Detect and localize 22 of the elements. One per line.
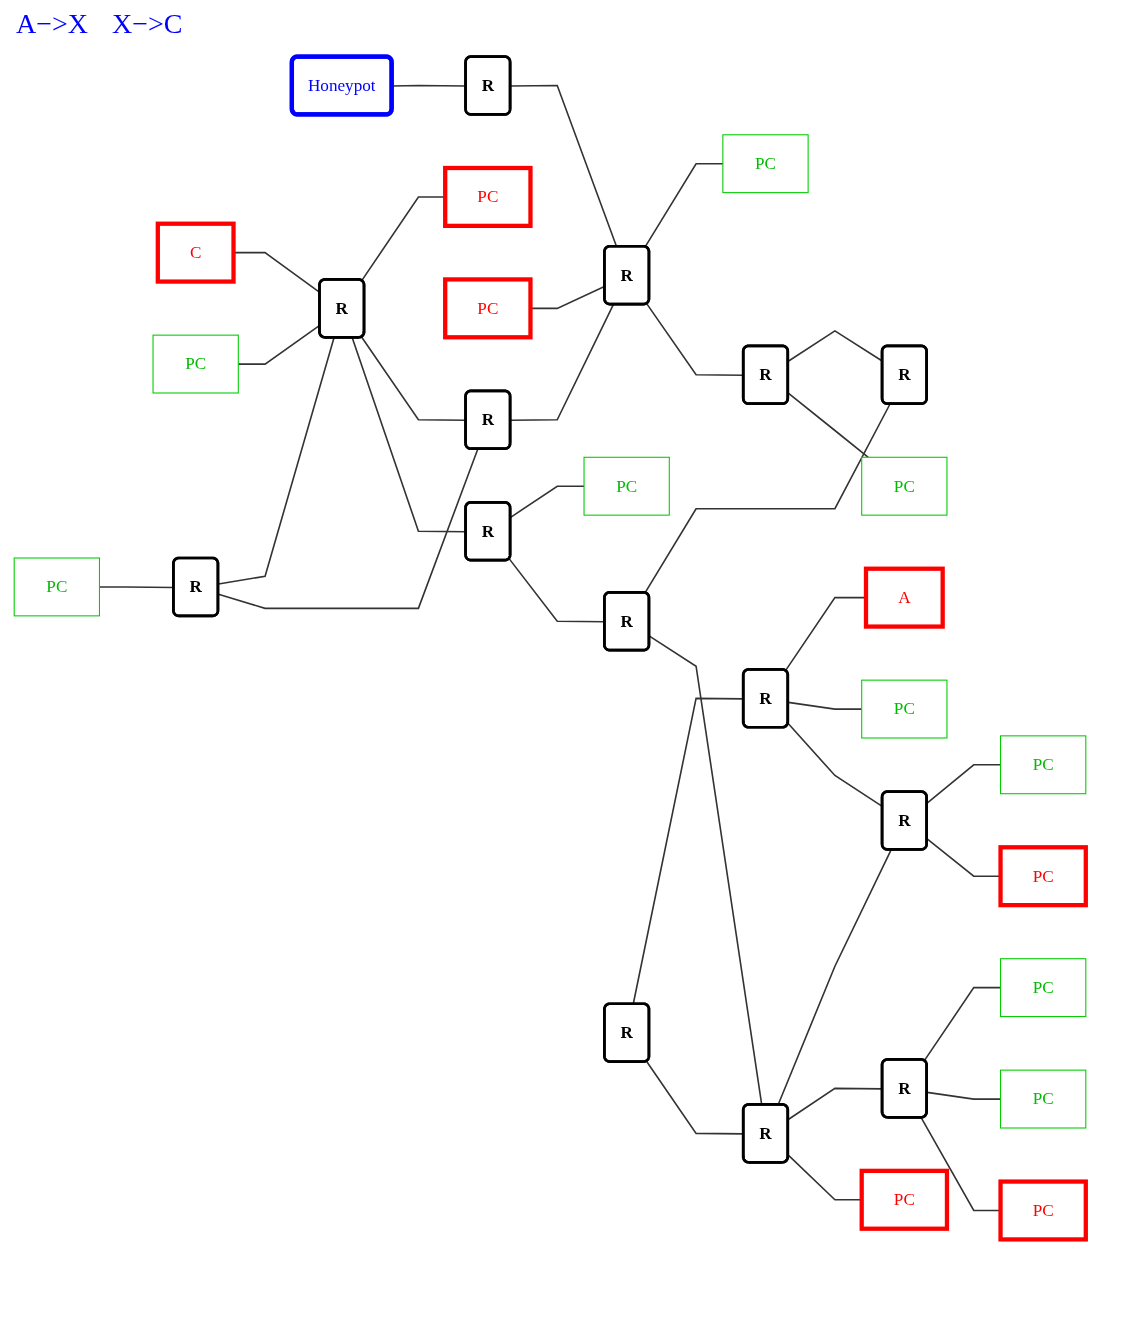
node-box: PC xyxy=(859,1168,950,1231)
node-box: PC xyxy=(722,134,809,194)
node-box: PC xyxy=(861,456,948,516)
node-box: PC xyxy=(998,845,1088,908)
node-box: PC xyxy=(443,165,533,228)
node-box: PC xyxy=(1000,735,1087,795)
connector xyxy=(644,403,891,594)
node-box: PC xyxy=(998,1179,1088,1242)
node-box: A xyxy=(863,566,945,629)
connector xyxy=(217,337,335,585)
node-box: PC xyxy=(13,557,100,617)
node-box: PC xyxy=(152,334,239,394)
connector xyxy=(217,448,479,610)
node-box: C xyxy=(155,221,236,284)
node-box: PC xyxy=(1000,1069,1087,1129)
node-box: PC xyxy=(1000,958,1087,1018)
note-text: X−>C xyxy=(112,8,183,40)
node-box: PC xyxy=(861,679,948,739)
node-box: PC xyxy=(583,456,670,516)
node-box: PC xyxy=(443,277,533,340)
note-text: A−>X xyxy=(16,8,89,40)
connector xyxy=(787,392,870,459)
